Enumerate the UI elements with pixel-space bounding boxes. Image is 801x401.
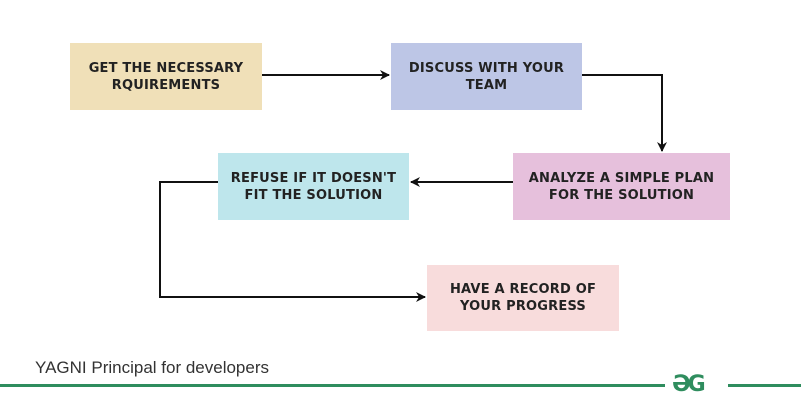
gfg-logo: ƏG [672,372,706,397]
diagram-caption: YAGNI Principal for developers [35,358,270,377]
step-refuse: REFUSE IF IT DOESN'T FIT THE SOLUTION [218,153,409,220]
step-get-requirements: GET THE NECESSARY RQUIREMENTS [70,43,262,110]
arrow-4-to-5 [159,181,426,302]
divider-left [0,384,665,387]
step-record-progress: HAVE A RECORD OF YOUR PROGRESS [427,265,619,331]
step-analyze-plan: ANALYZE A SIMPLE PLAN FOR THE SOLUTION [513,153,730,220]
step-discuss-team: DISCUSS WITH YOUR TEAM [391,43,582,110]
arrow-2-to-3 [582,74,667,152]
divider-right [728,384,801,387]
